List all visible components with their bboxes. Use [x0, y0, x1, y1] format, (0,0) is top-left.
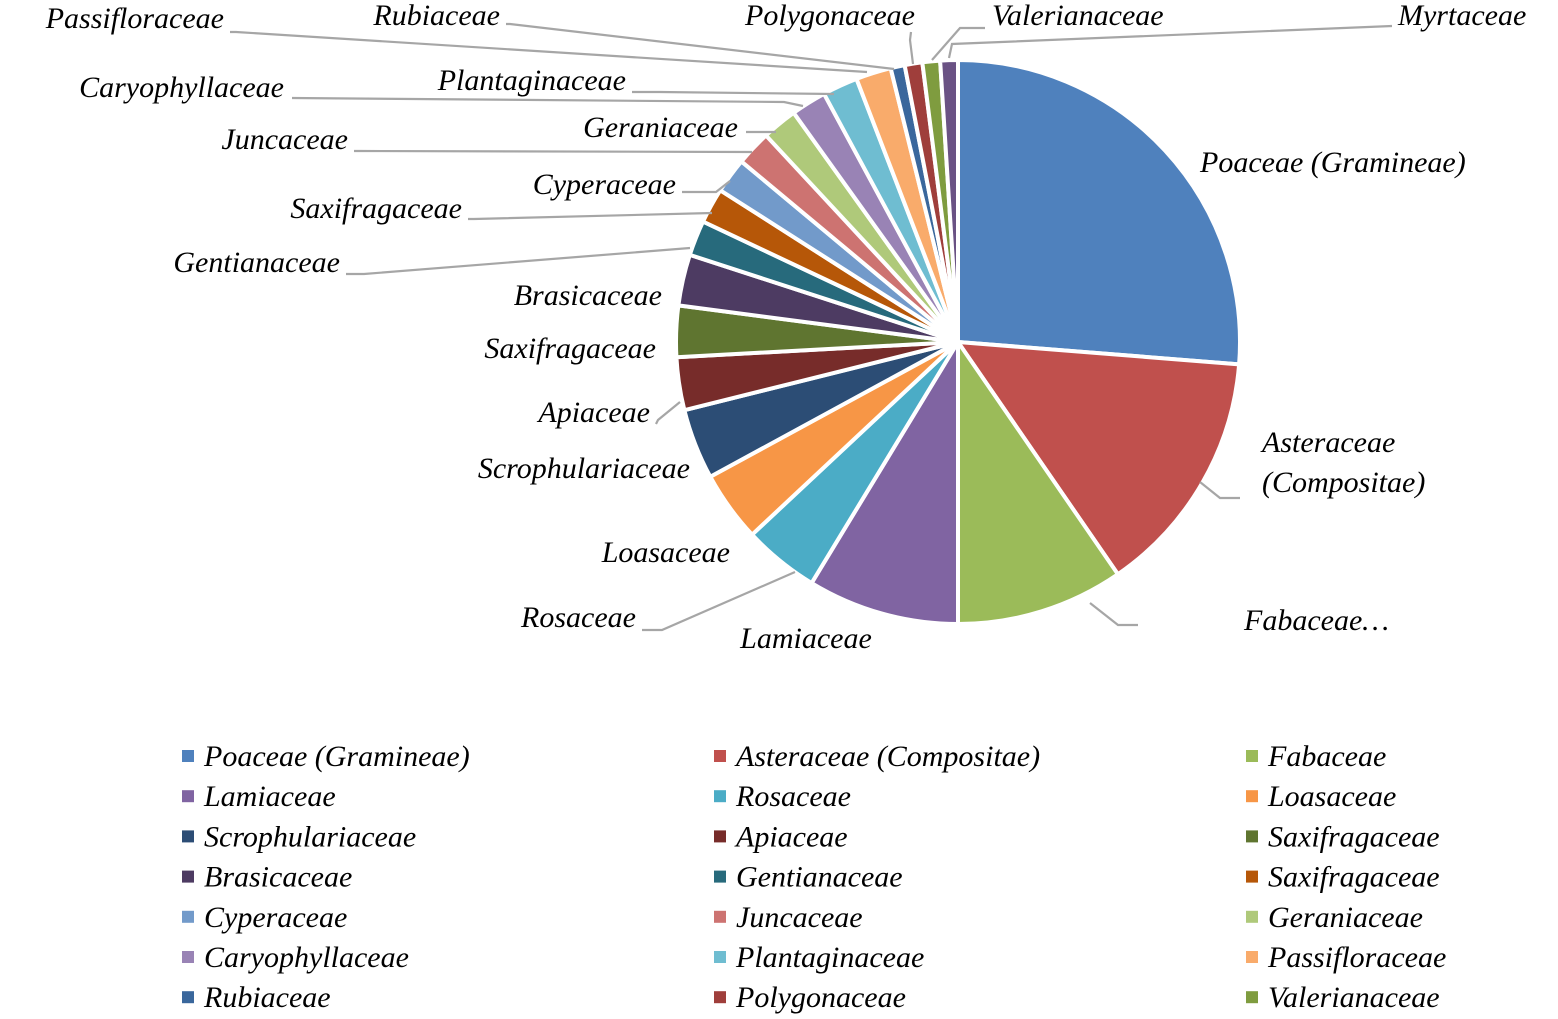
legend-swatch-geraniaceae-14	[1246, 910, 1258, 923]
legend-swatch-loasaceae-5	[1246, 790, 1258, 803]
slice-label-saxifragaceae-11: Saxifragaceae	[290, 192, 462, 225]
legend-label-poaceae-gramineae-0: Poaceae (Gramineae)	[203, 740, 470, 773]
slice-label-lamiaceae-3: Lamiaceae	[739, 622, 872, 655]
legend-swatch-brasicaceae-9	[182, 870, 194, 883]
legend-label-loasaceae-5: Loasaceae	[1267, 780, 1396, 813]
slice-label-fabaceae-2: Fabaceae…	[1243, 604, 1389, 637]
legend-swatch-saxifragaceae-11	[1246, 870, 1258, 883]
slice-label-saxifragaceae-8: Saxifragaceae	[484, 332, 656, 365]
leader-line-rubiaceae-18	[506, 22, 895, 71]
pie-slice-fabaceae-2	[956, 340, 1120, 626]
pie-slice-myrtaceae-21	[938, 58, 960, 344]
slice-label-caryophyllaceae-15: Caryophyllaceae	[79, 71, 284, 104]
legend-label-cyperaceae-12: Cyperaceae	[204, 901, 347, 934]
legend-label-brasicaceae-9: Brasicaceae	[204, 861, 352, 894]
slice-label-asteraceae-compositae-1: Asteraceae(Compositae)	[1260, 426, 1425, 499]
leader-lines	[230, 22, 1393, 632]
leader-line-gentianaceae-10	[346, 246, 691, 276]
leader-line-saxifragaceae-11	[468, 211, 713, 221]
legend-swatch-apiaceae-7	[714, 830, 726, 843]
legend-swatch-saxifragaceae-8	[1246, 830, 1258, 843]
legend-label-saxifragaceae-8: Saxifragaceae	[1268, 820, 1440, 853]
leader-line-juncaceae-13	[354, 149, 753, 154]
legend-label-lamiaceae-3: Lamiaceae	[203, 780, 336, 813]
slice-labels: Poaceae (Gramineae) Asteraceae(Compositae…	[45, 0, 1527, 655]
legend-label-asteraceae-compositae-1: Asteraceae (Compositae)	[734, 740, 1040, 773]
legend-label-apiaceae-7: Apiaceae	[734, 820, 848, 853]
leader-line-myrtaceae-21	[947, 24, 1393, 59]
slice-label-valerianaceae-20: Valerianaceae	[992, 0, 1164, 32]
legend-swatch-cyperaceae-12	[182, 910, 194, 923]
legend-label-scrophulariaceae-6: Scrophulariaceae	[204, 820, 416, 853]
legend-label-saxifragaceae-11: Saxifragaceae	[1268, 861, 1440, 894]
legend-swatch-lamiaceae-3	[182, 790, 194, 803]
legend-swatch-rosaceae-4	[714, 790, 726, 803]
slice-label-gentianaceae-10: Gentianaceae	[173, 246, 340, 279]
slice-label-rubiaceae-18: Rubiaceae	[372, 0, 500, 32]
leader-line-passifloraceae-17	[230, 30, 868, 74]
leader-line-fabaceae-2	[1089, 602, 1138, 627]
legend-swatch-fabaceae-2	[1246, 750, 1258, 762]
slice-label-geraniaceae-14: Geraniaceae	[583, 111, 738, 144]
pie-slices	[674, 58, 1242, 626]
slice-label-apiaceae-7: Apiaceae	[536, 396, 650, 429]
legend-swatch-rubiaceae-18	[182, 991, 194, 1004]
legend-swatch-asteraceae-compositae-1	[714, 750, 726, 762]
legend-swatch-scrophulariaceae-6	[182, 830, 194, 843]
leader-line-valerianaceae-20	[931, 26, 985, 61]
pie-slice-poaceae-gramineae-0	[956, 58, 1242, 367]
slice-label-brasicaceae-9: Brasicaceae	[514, 279, 662, 312]
slice-label-polygonaceae-19: Polygonaceae	[744, 0, 915, 32]
legend-label-rubiaceae-18: Rubiaceae	[203, 981, 331, 1014]
slice-label-loasaceae-5: Loasaceae	[601, 536, 730, 569]
legend-label-caryophyllaceae-15: Caryophyllaceae	[204, 941, 409, 974]
legend-label-polygonaceae-19: Polygonaceae	[735, 981, 906, 1014]
legend-label-valerianaceae-20: Valerianaceae	[1268, 981, 1440, 1014]
legend-label-passifloraceae-17: Passifloraceae	[1267, 941, 1446, 974]
slice-label-juncaceae-13: Juncaceae	[221, 123, 348, 156]
legend-swatch-plantaginaceae-16	[714, 951, 726, 963]
legend-label-rosaceae-4: Rosaceae	[735, 780, 851, 813]
pie-slice-lamiaceae-3	[809, 340, 960, 626]
slice-label-myrtaceae-21: Myrtaceae	[1397, 0, 1526, 32]
legend-swatch-gentianaceae-10	[714, 870, 726, 883]
legend-label-geraniaceae-14: Geraniaceae	[1268, 901, 1423, 934]
legend-label-plantaginaceae-16: Plantaginaceae	[735, 941, 924, 974]
leader-line-plantaginaceae-16	[632, 90, 835, 96]
leader-line-polygonaceae-19	[908, 31, 915, 65]
legend-label-gentianaceae-10: Gentianaceae	[736, 861, 903, 894]
slice-label-scrophulariaceae-6: Scrophulariaceae	[478, 452, 690, 485]
slice-label-rosaceae-4: Rosaceae	[520, 601, 636, 634]
legend-swatch-polygonaceae-19	[714, 991, 726, 1004]
leader-line-apiaceae-7	[655, 401, 681, 425]
slice-label-poaceae-gramineae-0: Poaceae (Gramineae)	[1199, 146, 1466, 179]
legend-label-juncaceae-13: Juncaceae	[736, 901, 863, 934]
legend-swatch-poaceae-gramineae-0	[182, 750, 194, 762]
legend-swatch-passifloraceae-17	[1246, 951, 1258, 963]
leader-line-caryophyllaceae-15	[291, 96, 804, 108]
legend-swatch-valerianaceae-20	[1246, 991, 1258, 1004]
legend: Poaceae (Gramineae) Asteraceae (Composita…	[182, 740, 1446, 1014]
slice-label-plantaginaceae-16: Plantaginaceae	[437, 64, 626, 97]
legend-swatch-juncaceae-13	[714, 910, 726, 923]
legend-label-fabaceae-2: Fabaceae	[1267, 740, 1386, 773]
legend-swatch-caryophyllaceae-15	[182, 951, 194, 963]
slice-label-passifloraceae-17: Passifloraceae	[45, 2, 224, 35]
slice-label-cyperaceae-12: Cyperaceae	[533, 168, 676, 201]
leader-line-asteraceae-compositae-1	[1199, 481, 1240, 500]
leader-line-cyperaceae-12	[682, 180, 731, 194]
leader-line-rosaceae-4	[642, 570, 796, 632]
